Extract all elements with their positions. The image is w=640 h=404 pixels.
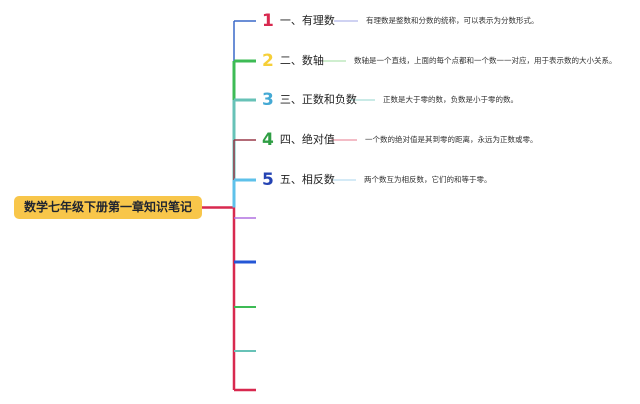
branch-description-3[interactable]: 正数是大于零的数，负数是小于零的数。 xyxy=(383,93,518,107)
branch-description-2[interactable]: 数轴是一个直线，上面的每个点都和一个数一一对应，用于表示数的大小关系。 xyxy=(354,54,617,68)
branch-number-3: 3 xyxy=(262,90,274,110)
branch-number-2: 2 xyxy=(262,51,274,71)
branch-description-5[interactable]: 两个数互为相反数，它们的和等于零。 xyxy=(364,173,492,187)
branch-label-5: 五、相反数 xyxy=(279,173,335,186)
root-topic-label: 数学七年级下册第一章知识笔记 xyxy=(23,200,192,214)
branch-label-4: 四、绝对值 xyxy=(279,133,335,146)
root-topic[interactable]: 数学七年级下册第一章知识笔记 xyxy=(14,196,202,219)
branch-topic-4[interactable]: 4 四、绝对值 xyxy=(262,131,335,149)
branch-description-text-4: 一个数的绝对值是其到零的距离，永远为正数或零。 xyxy=(365,135,538,144)
branch-topic-1[interactable]: 1 一、有理数 xyxy=(262,12,335,30)
branch-label-2: 二、数轴 xyxy=(279,54,324,67)
branch-description-1[interactable]: 有理数是整数和分数的统称，可以表示为分数形式。 xyxy=(366,14,539,28)
branch-description-text-3: 正数是大于零的数，负数是小于零的数。 xyxy=(383,95,518,104)
branch-description-text-2: 数轴是一个直线，上面的每个点都和一个数一一对应，用于表示数的大小关系。 xyxy=(354,56,617,65)
branch-topic-5[interactable]: 5 五、相反数 xyxy=(262,171,335,189)
branch-label-3: 三、正数和负数 xyxy=(279,93,357,106)
branch-number-4: 4 xyxy=(262,130,274,150)
branch-description-4[interactable]: 一个数的绝对值是其到零的距离，永远为正数或零。 xyxy=(365,133,538,147)
branch-number-5: 5 xyxy=(262,170,274,190)
branch-description-text-1: 有理数是整数和分数的统称，可以表示为分数形式。 xyxy=(366,16,539,25)
branch-number-1: 1 xyxy=(262,11,274,31)
branch-label-1: 一、有理数 xyxy=(279,14,335,27)
branch-topic-2[interactable]: 2 二、数轴 xyxy=(262,52,324,70)
branch-topic-3[interactable]: 3 三、正数和负数 xyxy=(262,91,357,109)
branch-description-text-5: 两个数互为相反数，它们的和等于零。 xyxy=(364,175,492,184)
